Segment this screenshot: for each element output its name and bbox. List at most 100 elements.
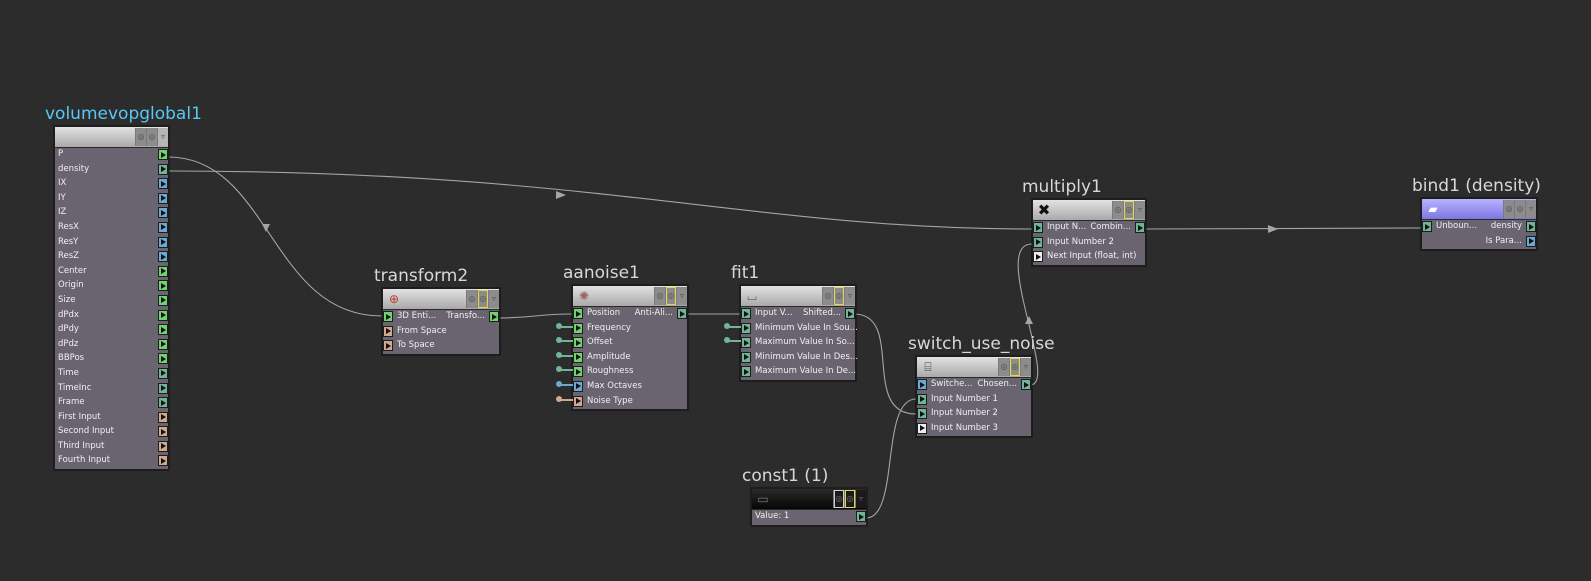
output-connector-icon[interactable] [845,308,855,319]
output-connector-icon[interactable] [158,397,168,409]
input-connector-icon[interactable] [917,393,927,405]
bypass-flag-icon[interactable]: ◎ [1009,358,1020,376]
lock-flag-icon[interactable]: ◎ [833,490,844,508]
output-connector-icon[interactable] [158,411,168,423]
output-connector-icon[interactable] [158,309,168,321]
lock-flag-icon[interactable]: ◎ [1503,200,1514,218]
input-connector-icon[interactable] [383,311,393,322]
output-connector-icon[interactable] [158,367,168,379]
debug-flag-icon[interactable]: ▿ [1134,201,1145,219]
debug-flag-icon[interactable]: ▿ [844,287,855,305]
input-connector-icon[interactable] [741,337,751,349]
default-value-stub-icon[interactable] [724,322,741,329]
input-connector-icon[interactable] [917,422,927,434]
output-connector-icon[interactable] [158,382,168,394]
input-connector-icon[interactable] [917,408,927,420]
debug-flag-icon[interactable]: ▿ [855,490,866,508]
input-connector-icon[interactable] [741,351,751,363]
node-const1[interactable]: ▭ ◎ ◎ ▿ Value: 1 [751,488,867,526]
output-connector-icon[interactable] [677,308,687,319]
input-connector-icon[interactable] [741,308,751,319]
node-header[interactable]: ◎ ◎ ▿ [55,127,168,148]
output-connector-icon[interactable] [1526,221,1536,232]
node-header[interactable]: ✺ ◎ ◎ ▿ [573,286,687,307]
node-header[interactable]: ⌴ ◎ ◎ ▿ [741,286,855,307]
default-value-stub-icon[interactable] [556,366,573,373]
output-connector-icon[interactable] [158,353,168,365]
output-connector-icon[interactable] [489,311,499,322]
bypass-flag-icon[interactable]: ◎ [1514,200,1525,218]
node-multiply1[interactable]: ✖ ◎ ◎ ▿ Input N...Combin...Input Number … [1032,199,1146,266]
output-connector-icon[interactable] [158,251,168,263]
output-connector-icon[interactable] [158,265,168,277]
lock-flag-icon[interactable]: ◎ [466,290,477,308]
lock-flag-icon[interactable]: ◎ [998,358,1009,376]
input-connector-icon[interactable] [383,325,393,337]
node-switch-use-noise[interactable]: ⌸ ◎ ◎ ▿ Switche...Chosen...Input Number … [916,356,1032,438]
bypass-flag-icon[interactable]: ◎ [146,128,157,146]
output-connector-icon[interactable] [158,236,168,248]
output-connector-icon[interactable] [158,426,168,438]
input-connector-icon[interactable] [573,322,583,334]
lock-flag-icon[interactable]: ◎ [135,128,146,146]
debug-flag-icon[interactable]: ▿ [1020,358,1031,376]
output-connector-icon[interactable] [158,280,168,292]
bypass-flag-icon[interactable]: ◎ [665,287,676,305]
output-connector-icon[interactable] [158,324,168,336]
output-connector-icon[interactable] [158,338,168,350]
default-value-stub-icon[interactable] [556,337,573,344]
input-connector-icon[interactable] [917,379,927,390]
node-header[interactable]: ⌸ ◎ ◎ ▿ [917,357,1031,378]
input-connector-icon[interactable] [1033,222,1043,233]
output-connector-icon[interactable] [158,221,168,233]
input-connector-icon[interactable] [741,322,751,334]
input-connector-icon[interactable] [741,366,751,378]
default-value-stub-icon[interactable] [556,395,573,402]
node-header[interactable]: ⊕ ◎ ◎ ▿ [383,289,499,310]
input-connector-icon[interactable] [573,395,583,407]
bypass-flag-icon[interactable]: ◎ [1123,201,1134,219]
output-connector-icon[interactable] [1135,222,1145,233]
input-connector-icon[interactable] [383,340,393,352]
debug-flag-icon[interactable]: ▿ [157,128,168,146]
input-connector-icon[interactable] [573,337,583,349]
node-header[interactable]: ▰ ◎ ◎ ▿ [1422,199,1536,220]
bypass-flag-icon[interactable]: ◎ [477,290,488,308]
input-connector-icon[interactable] [1422,221,1432,232]
input-connector-icon[interactable] [1033,251,1043,263]
output-connector-icon[interactable] [158,163,168,175]
output-connector-icon[interactable] [158,192,168,204]
input-connector-icon[interactable] [573,308,583,319]
input-connector-icon[interactable] [1033,236,1043,248]
lock-flag-icon[interactable]: ◎ [654,287,665,305]
output-connector-icon[interactable] [158,178,168,190]
lock-flag-icon[interactable]: ◎ [1112,201,1123,219]
bypass-flag-icon[interactable]: ◎ [844,490,855,508]
default-value-stub-icon[interactable] [556,322,573,329]
debug-flag-icon[interactable]: ▿ [488,290,499,308]
bypass-flag-icon[interactable]: ◎ [833,287,844,305]
node-header[interactable]: ▭ ◎ ◎ ▿ [752,489,866,510]
node-header[interactable]: ✖ ◎ ◎ ▿ [1033,200,1145,221]
output-connector-icon[interactable] [158,440,168,452]
debug-flag-icon[interactable]: ▿ [676,287,687,305]
input-connector-icon[interactable] [573,366,583,378]
output-connector-icon[interactable] [158,294,168,306]
output-connector-icon[interactable] [158,455,168,467]
default-value-stub-icon[interactable] [724,337,741,344]
output-connector-icon[interactable] [1021,379,1031,390]
output-connector-icon[interactable] [158,207,168,219]
debug-flag-icon[interactable]: ▿ [1525,200,1536,218]
input-connector-icon[interactable] [573,351,583,363]
lock-flag-icon[interactable]: ◎ [822,287,833,305]
output-connector-icon[interactable] [1526,235,1536,247]
default-value-stub-icon[interactable] [556,351,573,358]
input-connector-icon[interactable] [573,380,583,392]
default-value-stub-icon[interactable] [556,380,573,387]
node-fit1[interactable]: ⌴ ◎ ◎ ▿ Input V...Shifted...Minimum Valu… [724,285,858,381]
output-connector-icon[interactable] [856,511,866,522]
